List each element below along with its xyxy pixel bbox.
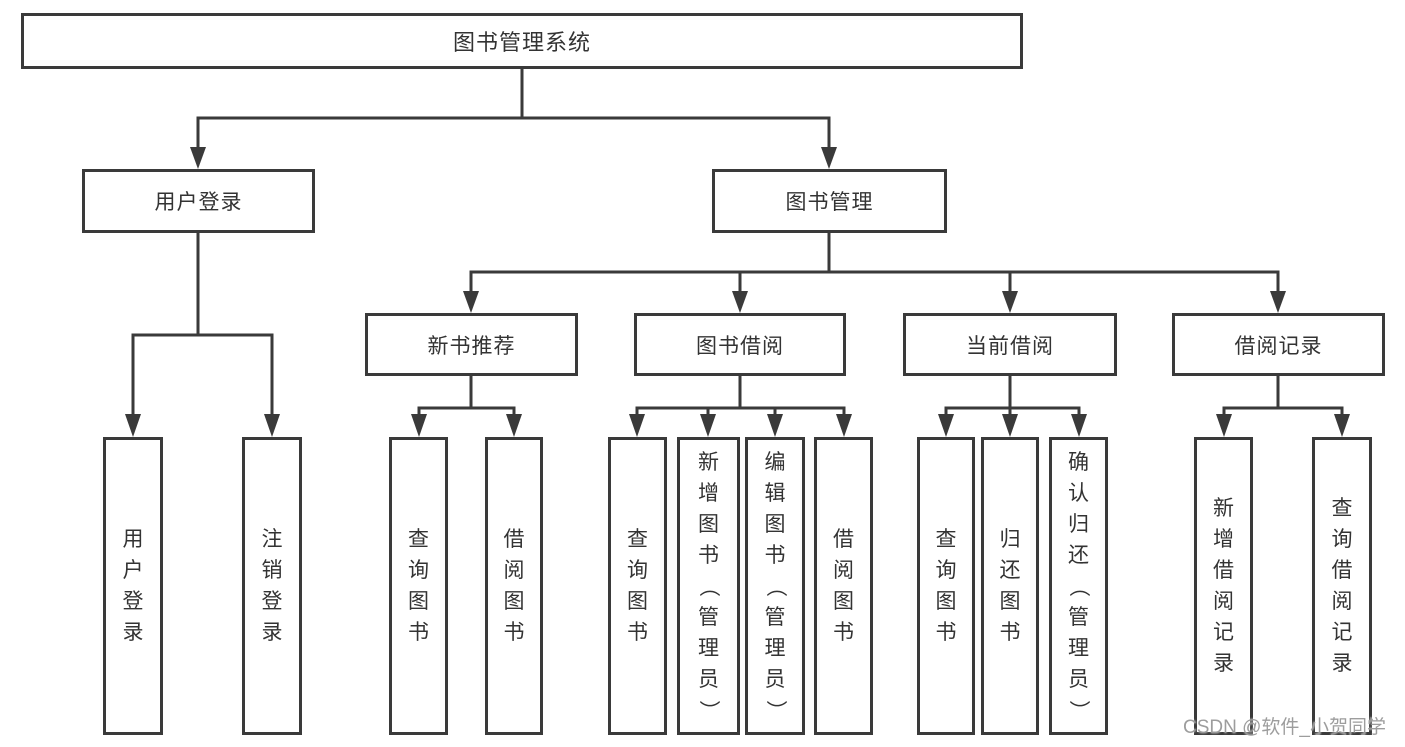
node-root-label: 图书管理系统 xyxy=(452,30,591,55)
node-borrow-records-label: 借阅记录 xyxy=(1234,334,1323,358)
connector-paths xyxy=(131,67,1344,418)
leaf-borrow-books-1: 借阅图书 xyxy=(485,437,543,735)
leaf-add-borrow-record: 新增借阅记录 xyxy=(1194,437,1253,735)
leaf-query-books-3-label: 查询图书 xyxy=(935,528,957,644)
leaf-query-borrow-record-label: 查询借阅记录 xyxy=(1331,497,1353,675)
node-book-management: 图书管理 xyxy=(712,169,947,233)
leaf-add-book-admin-label: 新增图书（管理员） xyxy=(697,450,720,721)
leaf-confirm-return-admin-label: 确认归还（管理员） xyxy=(1067,450,1090,721)
node-user-login: 用户登录 xyxy=(82,169,315,233)
leaf-query-books-1-label: 查询图书 xyxy=(408,528,429,644)
leaf-logout-label: 注销登录 xyxy=(261,528,283,644)
node-new-book-recommend-label: 新书推荐 xyxy=(427,334,516,358)
node-current-borrow: 当前借阅 xyxy=(903,313,1117,376)
node-current-borrow-label: 当前借阅 xyxy=(966,334,1054,358)
node-book-borrow: 图书借阅 xyxy=(634,313,846,376)
leaf-return-book: 归还图书 xyxy=(981,437,1039,735)
leaf-query-books-2-label: 查询图书 xyxy=(627,528,648,644)
node-book-borrow-label: 图书借阅 xyxy=(696,334,784,358)
leaf-borrow-books-1-label: 借阅图书 xyxy=(503,528,525,644)
leaf-query-books-3: 查询图书 xyxy=(917,437,975,735)
leaf-user-login-label: 用户登录 xyxy=(122,528,144,644)
node-new-book-recommend: 新书推荐 xyxy=(365,313,578,376)
leaf-user-login: 用户登录 xyxy=(103,437,163,735)
leaf-add-borrow-record-label: 新增借阅记录 xyxy=(1213,497,1234,675)
leaf-confirm-return-admin: 确认归还（管理员） xyxy=(1049,437,1108,735)
leaf-query-borrow-record: 查询借阅记录 xyxy=(1312,437,1372,735)
node-book-management-label: 图书管理 xyxy=(785,191,874,214)
leaf-edit-book-admin-label: 编辑图书（管理员） xyxy=(763,450,787,721)
watermark: CSDN @软件_小贺同学 xyxy=(1183,717,1386,738)
arrowheads xyxy=(125,147,1350,437)
leaf-edit-book-admin: 编辑图书（管理员） xyxy=(745,437,805,735)
node-user-login-label: 用户登录 xyxy=(154,191,243,214)
leaf-return-book-label: 归还图书 xyxy=(999,528,1021,644)
leaf-add-book-admin: 新增图书（管理员） xyxy=(677,437,740,735)
leaf-logout: 注销登录 xyxy=(242,437,302,735)
leaf-borrow-books-2-label: 借阅图书 xyxy=(833,528,854,644)
node-root: 图书管理系统 xyxy=(21,13,1023,69)
leaf-query-books-2: 查询图书 xyxy=(608,437,667,735)
leaf-borrow-books-2: 借阅图书 xyxy=(814,437,873,735)
leaf-query-books-1: 查询图书 xyxy=(389,437,448,735)
node-borrow-records: 借阅记录 xyxy=(1172,313,1385,376)
